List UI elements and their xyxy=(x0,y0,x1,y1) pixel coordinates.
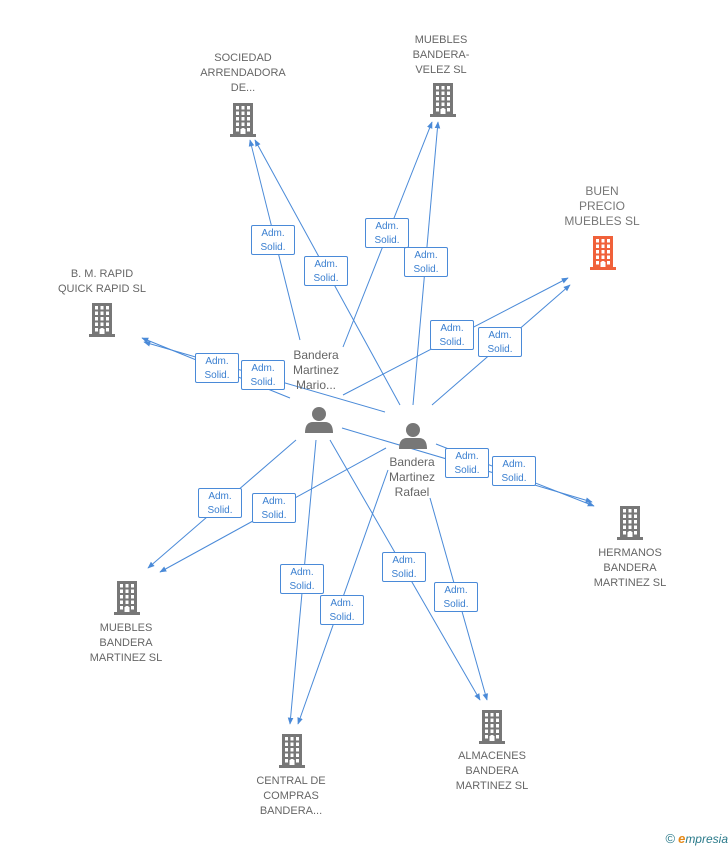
edge-label-p2-muebles_bm: Adm. Solid. xyxy=(252,493,296,523)
node-label-p1[interactable]: Bandera Martinez Mario... xyxy=(292,348,339,392)
edge-label-p1-hermanos: Adm. Solid. xyxy=(445,448,489,478)
person-icon[interactable] xyxy=(305,407,333,433)
nodes-layer xyxy=(89,83,643,768)
building-icon[interactable] xyxy=(89,303,115,337)
brand-name: mpresia xyxy=(685,832,728,846)
edge-label-p2-hermanos: Adm. Solid. xyxy=(492,456,536,486)
node-label-sociedad[interactable]: SOCIEDAD ARRENDADORA DE... xyxy=(200,52,286,94)
edge-label-p2-central: Adm. Solid. xyxy=(320,595,364,625)
edge-label-p1-almacenes: Adm. Solid. xyxy=(382,552,426,582)
brand-initial: e xyxy=(678,831,686,846)
edge-label-p1-muebles_velez: Adm. Solid. xyxy=(365,218,409,248)
edges-layer xyxy=(141,121,595,725)
edge-label-p1-central: Adm. Solid. xyxy=(280,564,324,594)
edge-label-p2-buen_precio: Adm. Solid. xyxy=(478,327,522,357)
edge-label-p2-sociedad: Adm. Solid. xyxy=(304,256,348,286)
node-label-rapid[interactable]: B. M. RAPID QUICK RAPID SL xyxy=(57,268,147,295)
edge-label-p1-rapid: Adm. Solid. xyxy=(195,353,239,383)
node-label-muebles_velez[interactable]: MUEBLES BANDERA- VELEZ SL xyxy=(412,34,470,76)
person-icon[interactable] xyxy=(399,423,427,449)
edge-label-p1-sociedad: Adm. Solid. xyxy=(251,225,295,255)
node-label-central[interactable]: CENTRAL DE COMPRAS BANDERA... xyxy=(256,775,326,817)
building-icon[interactable] xyxy=(114,581,140,615)
edge-label-p2-muebles_velez: Adm. Solid. xyxy=(404,247,448,277)
building-icon[interactable] xyxy=(590,236,616,270)
node-label-hermanos[interactable]: HERMANOS BANDERA MARTINEZ SL xyxy=(593,547,667,589)
node-label-buen_precio[interactable]: BUEN PRECIO MUEBLES SL xyxy=(564,184,640,228)
node-label-muebles_bm[interactable]: MUEBLES BANDERA MARTINEZ SL xyxy=(89,622,163,664)
node-label-p2[interactable]: Bandera Martinez Rafael xyxy=(388,455,435,499)
building-icon[interactable] xyxy=(617,506,643,540)
edge-label-p2-almacenes: Adm. Solid. xyxy=(434,582,478,612)
edge-label-p2-rapid: Adm. Solid. xyxy=(241,360,285,390)
building-icon[interactable] xyxy=(279,734,305,768)
edge-label-p1-buen_precio: Adm. Solid. xyxy=(430,320,474,350)
edge-label-p1-muebles_bm: Adm. Solid. xyxy=(198,488,242,518)
building-icon[interactable] xyxy=(430,83,456,117)
node-label-almacenes[interactable]: ALMACENES BANDERA MARTINEZ SL xyxy=(455,750,529,792)
building-icon[interactable] xyxy=(479,710,505,744)
building-icon[interactable] xyxy=(230,103,256,137)
footer-brand: ©empresia xyxy=(665,831,728,846)
copyright-icon: © xyxy=(665,831,676,846)
